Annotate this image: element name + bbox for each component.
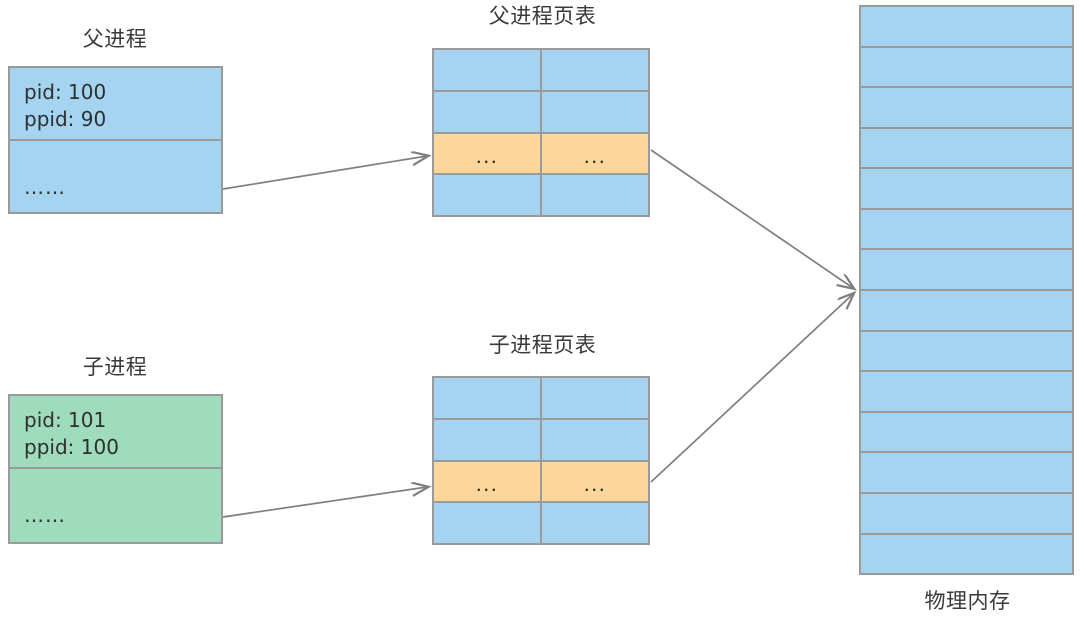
child-pagetable-cell-right[interactable]: ...	[542, 461, 648, 502]
child-process-fields: pid: 101 ppid: 100	[10, 396, 221, 469]
parent-pagetable-cell-right[interactable]: ...	[542, 133, 648, 174]
arrow-child-pagetable-to-memory	[650, 294, 853, 483]
memory-frame[interactable]	[861, 128, 1072, 170]
child-process-ellipsis: ……	[24, 503, 66, 527]
memory-frame[interactable]	[861, 412, 1072, 454]
child-pagetable-cell-left[interactable]	[434, 419, 542, 460]
parent-pagetable-cell-left[interactable]	[434, 175, 542, 215]
memory-frame[interactable]	[861, 331, 1072, 373]
parent-pagetable-cell-right[interactable]	[542, 91, 648, 132]
child-pagetable-row[interactable]	[434, 378, 648, 420]
child-pagetable-row[interactable]	[434, 419, 648, 462]
arrow-child-process-to-child-pagetable	[222, 487, 427, 518]
child-pagetable-title: 子进程页表	[488, 333, 597, 357]
parent-process-fields: pid: 100 ppid: 90	[10, 68, 221, 141]
physical-memory-title: 物理内存	[924, 589, 1011, 613]
memory-frame[interactable]	[861, 209, 1072, 251]
parent-process-rest: ……	[10, 141, 221, 212]
memory-frame[interactable]	[861, 291, 1072, 332]
parent-pagetable-cell-left[interactable]: ...	[434, 133, 542, 174]
child-pagetable-cell-right[interactable]	[542, 503, 648, 543]
parent-process-title: 父进程	[82, 27, 148, 51]
parent-pagetable-title: 父进程页表	[488, 4, 597, 28]
parent-pagetable-row[interactable]	[434, 91, 648, 134]
child-process-title: 子进程	[82, 355, 148, 379]
memory-frame[interactable]	[861, 250, 1072, 292]
parent-pagetable-cell-right[interactable]	[542, 175, 648, 215]
memory-frame[interactable]	[861, 453, 1072, 494]
child-ppid-line: ppid: 100	[24, 435, 119, 459]
arrow-parent-process-to-parent-pagetable	[222, 156, 427, 190]
child-pid-line: pid: 101	[24, 408, 107, 432]
memory-frame[interactable]	[861, 534, 1072, 574]
child-pagetable-row[interactable]	[434, 503, 648, 543]
memory-frame[interactable]	[861, 7, 1072, 48]
parent-pid-line: pid: 100	[24, 80, 107, 104]
child-pagetable-cell-right[interactable]	[542, 378, 648, 418]
parent-process-ellipsis: ……	[24, 175, 66, 199]
arrow-parent-pagetable-to-memory	[650, 149, 853, 288]
child-pagetable-cell-left[interactable]	[434, 378, 542, 418]
memory-frame[interactable]	[861, 88, 1072, 129]
parent-process-block[interactable]: pid: 100 ppid: 90 ……	[8, 66, 223, 214]
parent-pagetable-cell-right[interactable]	[542, 50, 648, 90]
child-process-rest: ……	[10, 469, 221, 542]
parent-pagetable-row[interactable]	[434, 50, 648, 92]
memory-frame[interactable]	[861, 372, 1072, 413]
parent-ppid-line: ppid: 90	[24, 107, 107, 131]
child-pagetable-row[interactable]: ......	[434, 461, 648, 504]
child-pagetable-cell-right[interactable]	[542, 419, 648, 460]
parent-pagetable-row[interactable]: ......	[434, 133, 648, 176]
child-pagetable-cell-left[interactable]: ...	[434, 461, 542, 502]
parent-pagetable-row[interactable]	[434, 175, 648, 215]
parent-pagetable[interactable]: ......	[432, 48, 650, 217]
child-pagetable-cell-left[interactable]	[434, 503, 542, 543]
memory-frame[interactable]	[861, 169, 1072, 210]
physical-memory-strip[interactable]	[859, 5, 1074, 575]
memory-frame[interactable]	[861, 47, 1072, 89]
memory-frame[interactable]	[861, 493, 1072, 535]
parent-pagetable-cell-left[interactable]	[434, 91, 542, 132]
child-pagetable[interactable]: ......	[432, 376, 650, 545]
parent-pagetable-cell-left[interactable]	[434, 50, 542, 90]
child-process-block[interactable]: pid: 101 ppid: 100 ……	[8, 394, 223, 544]
